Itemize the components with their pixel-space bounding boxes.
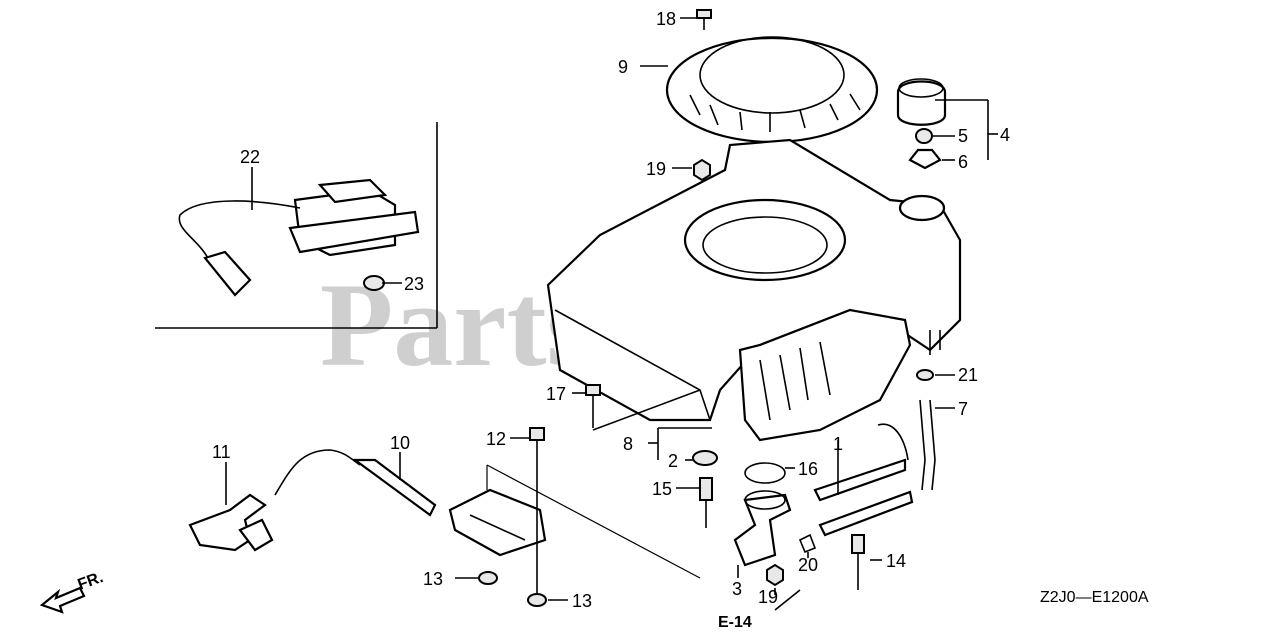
bolt-17-part[interactable] (585, 384, 601, 428)
ignition-coil-part[interactable] (178, 178, 420, 297)
callout-22: 22 (240, 147, 260, 167)
assembly-lines (486, 464, 701, 595)
callout-3: 3 (732, 579, 742, 599)
callout-6: 6 (958, 152, 968, 172)
bolt-18-part[interactable] (696, 9, 712, 30)
callout-labels: 18 9 19 22 23 5 4 6 21 7 17 12 8 2 15 16… (212, 9, 1010, 611)
diagram-code: Z2J0—E1200A (1040, 589, 1149, 606)
part-6[interactable] (908, 148, 942, 170)
callout-14: 14 (886, 551, 906, 571)
front-arrow-icon: FR. (39, 569, 106, 614)
page-reference: E-14 (718, 614, 752, 631)
callout-21: 21 (958, 365, 978, 385)
callout-17: 17 (546, 384, 566, 404)
part-5[interactable] (915, 128, 933, 144)
plug-cap-part[interactable] (188, 493, 274, 552)
stud-14-part[interactable] (851, 534, 865, 590)
breather-tube-part[interactable] (813, 423, 914, 537)
callout-9: 9 (618, 57, 628, 77)
direction-label: FR. (76, 569, 106, 594)
callout-11: 11 (212, 442, 231, 462)
elbow-part[interactable] (733, 490, 792, 567)
recoil-starter-part[interactable] (665, 36, 879, 144)
bolt-15-part[interactable] (699, 477, 713, 528)
callout-18: 18 (656, 9, 676, 29)
o-ring-part[interactable] (744, 462, 786, 484)
callout-12: 12 (486, 429, 506, 449)
clip-21-part[interactable] (916, 369, 934, 381)
callout-19-bottom: 19 (758, 587, 778, 607)
leader-lines (225, 17, 998, 611)
callout-13-bottom: 13 (572, 591, 592, 611)
callout-4: 4 (1000, 125, 1010, 145)
nut-23-part[interactable] (363, 275, 385, 291)
nut-19-top-part[interactable] (693, 158, 711, 182)
fan-cover-part[interactable] (546, 138, 962, 442)
callout-19: 19 (646, 159, 666, 179)
callout-2: 2 (668, 451, 678, 471)
callout-10: 10 (390, 433, 410, 453)
callout-15: 15 (652, 479, 672, 499)
bolt-12-part[interactable] (529, 427, 545, 470)
callout-7: 7 (958, 399, 968, 419)
callout-13: 13 (423, 569, 443, 589)
callout-5: 5 (958, 126, 968, 146)
callout-1: 1 (833, 434, 843, 454)
washer-13b-part[interactable] (527, 593, 547, 607)
grommet-2-part[interactable] (692, 450, 718, 466)
clip-20-part[interactable] (798, 533, 817, 554)
callout-20: 20 (798, 555, 818, 575)
washer-13a-part[interactable] (478, 571, 498, 585)
callout-23: 23 (404, 274, 424, 294)
fuel-cap-part[interactable] (896, 78, 947, 126)
inset-frame (155, 122, 438, 329)
callout-8: 8 (623, 434, 633, 454)
tube-7-part[interactable] (919, 399, 936, 491)
nut-19-bottom-part[interactable] (766, 563, 784, 587)
callout-16: 16 (798, 459, 818, 479)
ignition-unit-part[interactable] (274, 449, 547, 557)
